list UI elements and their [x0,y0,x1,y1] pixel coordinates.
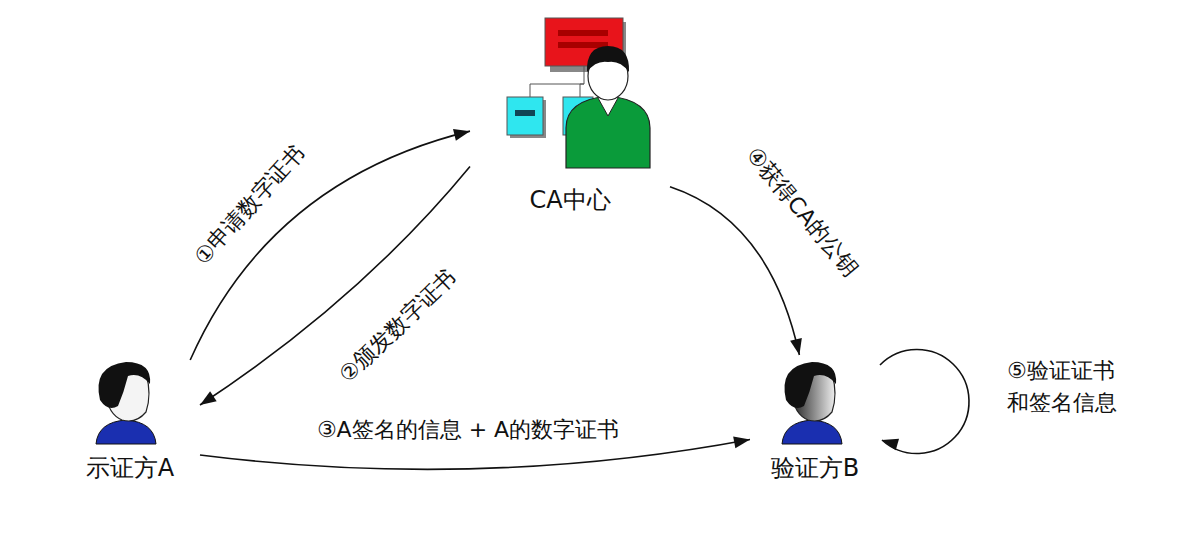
person-body [782,420,842,444]
node-label: CA中心 [470,186,670,215]
slot [558,30,608,36]
connector [670,187,799,355]
collar [598,98,618,116]
prover-node: 示证方A [60,360,200,485]
ca-illustration [507,18,650,168]
arrow-head [790,338,802,355]
client-box [507,97,543,135]
hair [98,362,150,408]
connector [200,440,750,470]
edge-label: ⑤验证证书 和签名信息 [1005,355,1139,419]
node-label: 示证方A [60,454,200,483]
ca-node: CA中心 [470,15,670,217]
slot [515,110,535,116]
hair [587,46,629,72]
person-body [566,96,650,168]
connector [190,131,470,360]
person-b-illustration [782,362,842,444]
person-body [96,420,156,444]
person-a-illustration [96,362,156,444]
edge-label: ②颁发数字证书 [333,262,463,389]
verifier-node: 验证方B [750,355,880,485]
network-line [530,66,584,100]
connector [880,350,969,454]
arrow-head [733,437,750,449]
arrow-head [882,439,899,451]
arrow-head [200,391,217,405]
node-label: 验证方B [750,454,880,483]
edge-label: ④获得CA的公钥 [739,141,865,284]
edge-label: ①申请数字证书 [188,138,312,271]
hair [784,362,836,408]
arrow-head [453,129,470,141]
edge-label: ③A签名的信息 + A的数字证书 [315,417,621,443]
